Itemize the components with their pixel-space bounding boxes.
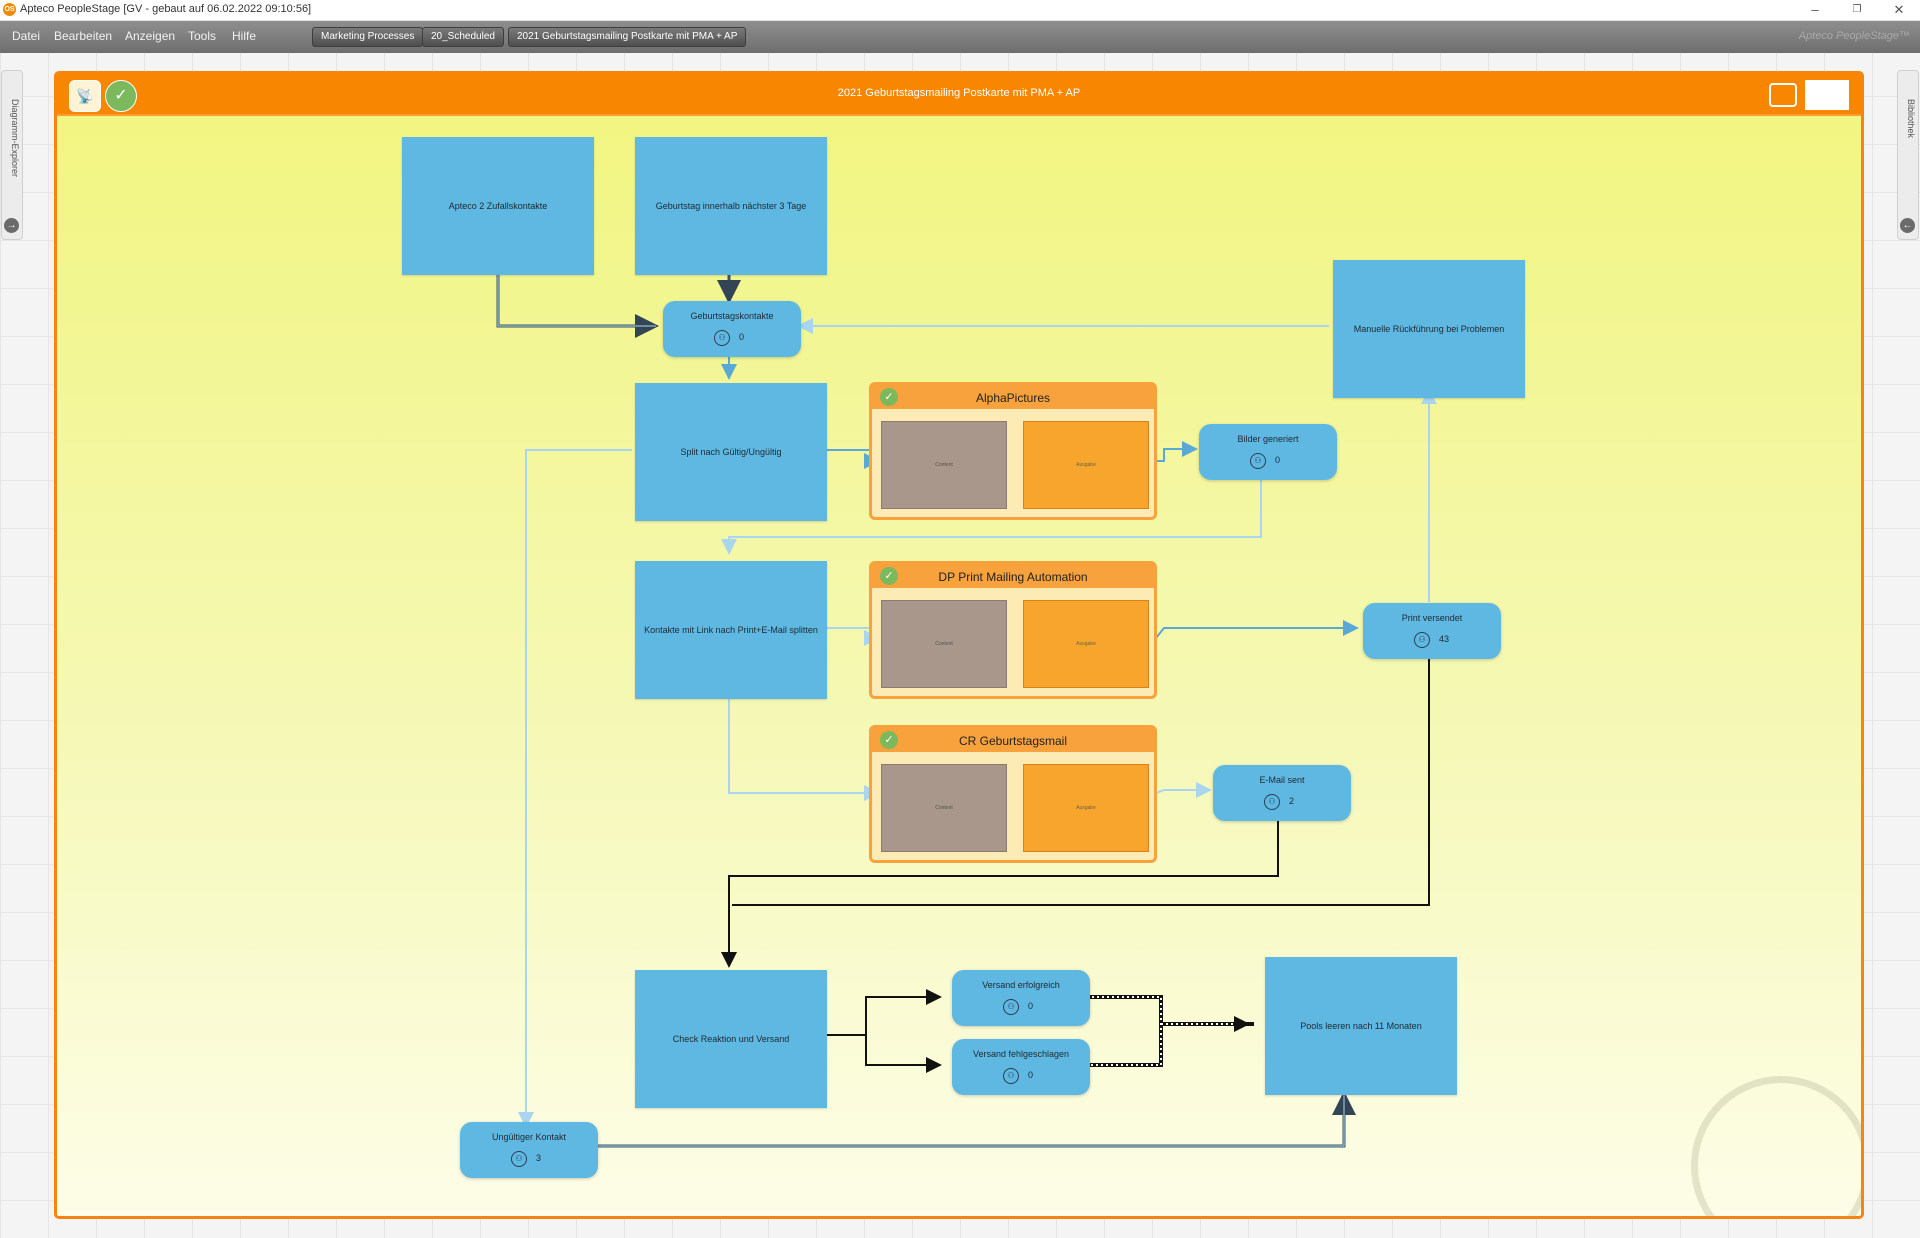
- node-split-gueltig[interactable]: Split nach Gültig/Ungültig: [635, 383, 827, 521]
- output-box[interactable]: Ausgabe: [1023, 600, 1149, 688]
- menu-anzeigen[interactable]: Anzeigen: [125, 29, 176, 43]
- pool-label: Versand erfolgreich: [982, 980, 1060, 990]
- connector-lines: [496, 271, 1437, 1148]
- diagram-title: 2021 Geburtstagsmailing Postkarte mit PM…: [837, 87, 1081, 99]
- people-icon: ⚇: [1250, 453, 1266, 469]
- arrow-right-icon[interactable]: →: [4, 218, 19, 233]
- title-bar: OS Apteco PeopleStage [GV - gebaut auf 0…: [0, 0, 1920, 21]
- menu-bar: Datei Bearbeiten Anzeigen Tools Hilfe Ma…: [0, 21, 1920, 53]
- group-cr-geburtstagsmail[interactable]: ✓ CR Geburtstagsmail Content Ausgabe: [869, 725, 1157, 863]
- node-check-reaktion[interactable]: Check Reaktion und Versand: [635, 970, 827, 1108]
- people-icon: ⚇: [1264, 794, 1280, 810]
- check-icon[interactable]: ✓: [105, 80, 137, 112]
- menu-datei[interactable]: Datei: [12, 29, 41, 43]
- pool-label: Print versendet: [1401, 613, 1463, 623]
- group-title: CR Geburtstagsmail: [958, 734, 1068, 748]
- group-header: [872, 385, 1154, 409]
- window-title: Apteco PeopleStage [GV - gebaut auf 06.0…: [20, 3, 312, 15]
- people-icon: ⚇: [714, 330, 730, 346]
- check-icon: ✓: [880, 388, 898, 406]
- group-title: DP Print Mailing Automation: [938, 570, 1088, 584]
- output-box[interactable]: Ausgabe: [1023, 764, 1149, 852]
- diagram-explorer-tab[interactable]: Diagramm-Explorer →: [1, 70, 23, 240]
- diagram-explorer-label: Diagramm-Explorer: [10, 99, 20, 178]
- check-icon: ✓: [880, 567, 898, 585]
- pool-geburtstagskontakte[interactable]: Geburtstagskontakte ⚇ 0: [663, 301, 801, 357]
- menu-bearbeiten[interactable]: Bearbeiten: [54, 29, 113, 43]
- group-dp-print-mailing[interactable]: ✓ DP Print Mailing Automation Content Au…: [869, 561, 1157, 699]
- pool-count: 3: [536, 1153, 542, 1163]
- people-icon: ⚇: [1003, 1068, 1019, 1084]
- people-icon: ⚇: [511, 1151, 527, 1167]
- panel-toggle-icon[interactable]: [1769, 83, 1797, 107]
- pool-bilder-generiert[interactable]: Bilder generiert ⚇ 0: [1199, 424, 1337, 480]
- breadcrumb-scheduled[interactable]: 20_Scheduled: [422, 27, 504, 47]
- group-title: AlphaPictures: [975, 391, 1051, 405]
- pool-label: Geburtstagskontakte: [690, 311, 774, 321]
- pool-versand-erfolgreich[interactable]: Versand erfolgreich ⚇ 0: [952, 970, 1090, 1026]
- brand-logo: Apteco PeopleStage™: [1798, 30, 1910, 42]
- people-icon: ⚇: [1003, 999, 1019, 1015]
- pool-email-sent[interactable]: E-Mail sent ⚇ 2: [1213, 765, 1351, 821]
- close-button[interactable]: ✕: [1893, 2, 1905, 17]
- arrow-left-icon[interactable]: ←: [1900, 218, 1915, 233]
- menu-hilfe[interactable]: Hilfe: [232, 29, 257, 43]
- content-box[interactable]: Content: [881, 600, 1007, 688]
- node-pools-leeren[interactable]: Pools leeren nach 11 Monaten: [1265, 957, 1457, 1095]
- output-box[interactable]: Ausgabe: [1023, 421, 1149, 509]
- check-icon: ✓: [880, 731, 898, 749]
- pool-count: 43: [1439, 634, 1450, 644]
- group-alphapictures[interactable]: ✓ AlphaPictures Content Ausgabe: [869, 382, 1157, 520]
- app-icon: OS: [3, 3, 16, 16]
- restore-button[interactable]: ❐: [1852, 4, 1862, 15]
- pool-versand-fehlgeschlagen[interactable]: Versand fehlgeschlagen ⚇ 0: [952, 1039, 1090, 1095]
- content-box[interactable]: Content: [881, 764, 1007, 852]
- group-header: [872, 564, 1154, 588]
- pool-count: 0: [1275, 455, 1281, 465]
- export-button[interactable]: [1805, 80, 1849, 110]
- pool-ungueltiger-kontakt[interactable]: Ungültiger Kontakt ⚇ 3: [460, 1122, 598, 1178]
- library-tab[interactable]: Bibliothek ←: [1897, 70, 1919, 240]
- pool-count: 0: [739, 332, 745, 342]
- node-apteco-zufallskontakte[interactable]: Apteco 2 Zufallskontakte: [402, 137, 594, 275]
- diagram-header: 📡 ✓ 2021 Geburtstagsmailing Postkarte mi…: [57, 74, 1861, 116]
- group-header: [872, 728, 1154, 752]
- pool-label: Versand fehlgeschlagen: [972, 1049, 1070, 1059]
- pool-label: E-Mail sent: [1259, 775, 1305, 785]
- menu-tools[interactable]: Tools: [188, 29, 217, 43]
- breadcrumb-current[interactable]: 2021 Geburtstagsmailing Postkarte mit PM…: [508, 27, 747, 47]
- node-manuelle-rueckfuehrung[interactable]: Manuelle Rückführung bei Problemen: [1333, 260, 1525, 398]
- pool-print-versendet[interactable]: Print versendet ⚇ 43: [1363, 603, 1501, 659]
- pool-label: Ungültiger Kontakt: [491, 1132, 567, 1142]
- pool-count: 0: [1028, 1001, 1034, 1011]
- satellite-icon[interactable]: 📡: [69, 80, 101, 112]
- content-box[interactable]: Content: [881, 421, 1007, 509]
- pool-label: Bilder generiert: [1237, 434, 1299, 444]
- breadcrumb-marketing-processes[interactable]: Marketing Processes: [312, 27, 424, 47]
- diagram-canvas[interactable]: 📡 ✓ 2021 Geburtstagsmailing Postkarte mi…: [54, 71, 1864, 1219]
- pool-count: 0: [1028, 1070, 1034, 1080]
- node-kontakte-link-split[interactable]: Kontakte mit Link nach Print+E-Mail spli…: [635, 561, 827, 699]
- people-icon: ⚇: [1414, 632, 1430, 648]
- minimize-button[interactable]: –: [1811, 2, 1819, 17]
- library-label: Bibliothek: [1906, 99, 1916, 139]
- watermark-people-icon: [1691, 1076, 1861, 1216]
- pool-count: 2: [1289, 796, 1295, 806]
- node-geburtstag[interactable]: Geburtstag innerhalb nächster 3 Tage: [635, 137, 827, 275]
